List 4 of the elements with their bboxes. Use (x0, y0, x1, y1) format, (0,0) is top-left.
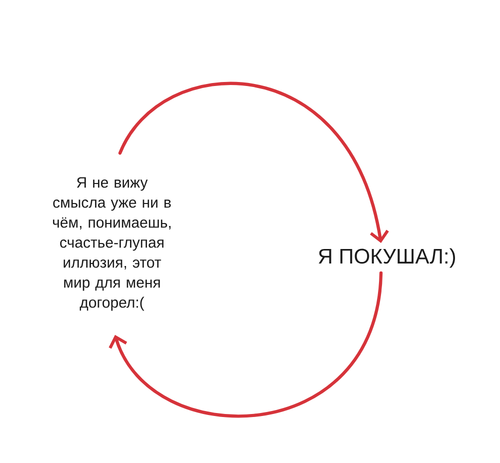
curved-arrow (108, 271, 383, 418)
speech-text: Я не вижу смысла уже ни в чём, понимаешь, счастье-глупая иллюзия, этот мир для меня догорел:( (53, 177, 171, 311)
curved-arrow (118, 82, 389, 244)
reply-text: Я ПОКУШАЛ:) (318, 248, 455, 268)
